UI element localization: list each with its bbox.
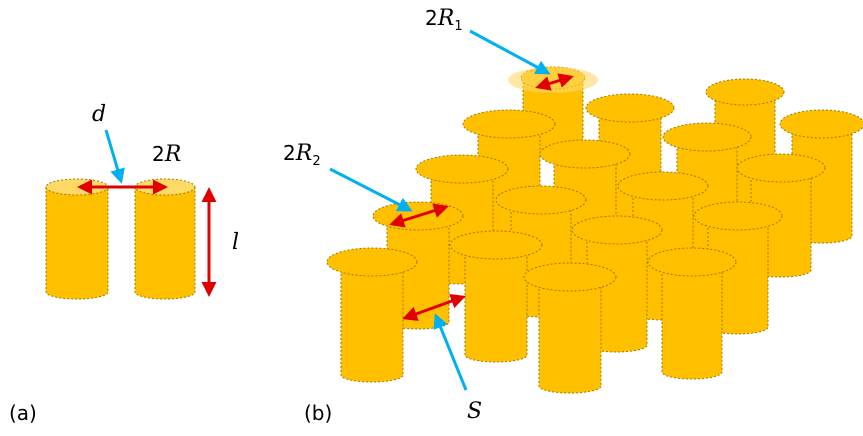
pillar-cap [462, 109, 556, 139]
pillar-cap [705, 78, 785, 106]
pillar-cap [539, 139, 631, 169]
pillar-array [326, 66, 863, 394]
d-label: d [92, 102, 106, 127]
radius-label-a: 2R [152, 142, 181, 167]
panel-b-annotations: 2R1 2R2 S (b) [283, 6, 598, 425]
pillar-cap [326, 247, 418, 277]
r1-diameter-arrow [535, 73, 574, 91]
r1-halo [508, 67, 598, 93]
pillar-cap [415, 154, 509, 184]
pillar-body [340, 261, 404, 383]
pillar-a-left [45, 178, 109, 300]
pillar-cap [693, 201, 783, 231]
pillar-cap [585, 93, 675, 123]
pillar-body [464, 244, 528, 363]
pillar-cap [495, 185, 587, 215]
pillar-body [707, 215, 769, 335]
pillar-a-right [134, 178, 196, 300]
pillar-14 [571, 215, 663, 353]
pillar-body [586, 229, 648, 353]
pillar-17 [326, 247, 418, 383]
length-label: l [232, 230, 239, 255]
r2-label: 2R2 [283, 141, 321, 169]
panel-a: d 2R l (a) [9, 102, 239, 425]
spacing-arrow [402, 294, 466, 321]
pillar-body [538, 276, 602, 394]
pillar-cap [523, 262, 617, 292]
pillar-18 [523, 262, 617, 394]
pillar-cap [449, 230, 543, 260]
pillar-body [661, 261, 723, 380]
d-pointer-arrow [104, 129, 125, 184]
pillar-cap [617, 171, 709, 201]
r2-diameter-arrow [389, 203, 449, 228]
pillar-16 [647, 247, 737, 380]
panel-b-label: (b) [304, 401, 332, 425]
pillar-12 [693, 201, 783, 335]
pillar-cap [779, 109, 863, 139]
r2-pointer-arrow [329, 167, 413, 212]
spacing-label: S [467, 399, 482, 424]
pillar-cap [571, 215, 663, 245]
spacing-pointer-arrow [433, 313, 468, 391]
pillar-15 [449, 230, 543, 363]
pillar-cap [662, 122, 752, 152]
pillar-cap [647, 247, 737, 277]
panel-a-label: (a) [9, 401, 37, 425]
r1-pointer-arrow [469, 29, 551, 75]
r1-label: 2R1 [425, 6, 463, 34]
pillar-cap [736, 153, 826, 183]
